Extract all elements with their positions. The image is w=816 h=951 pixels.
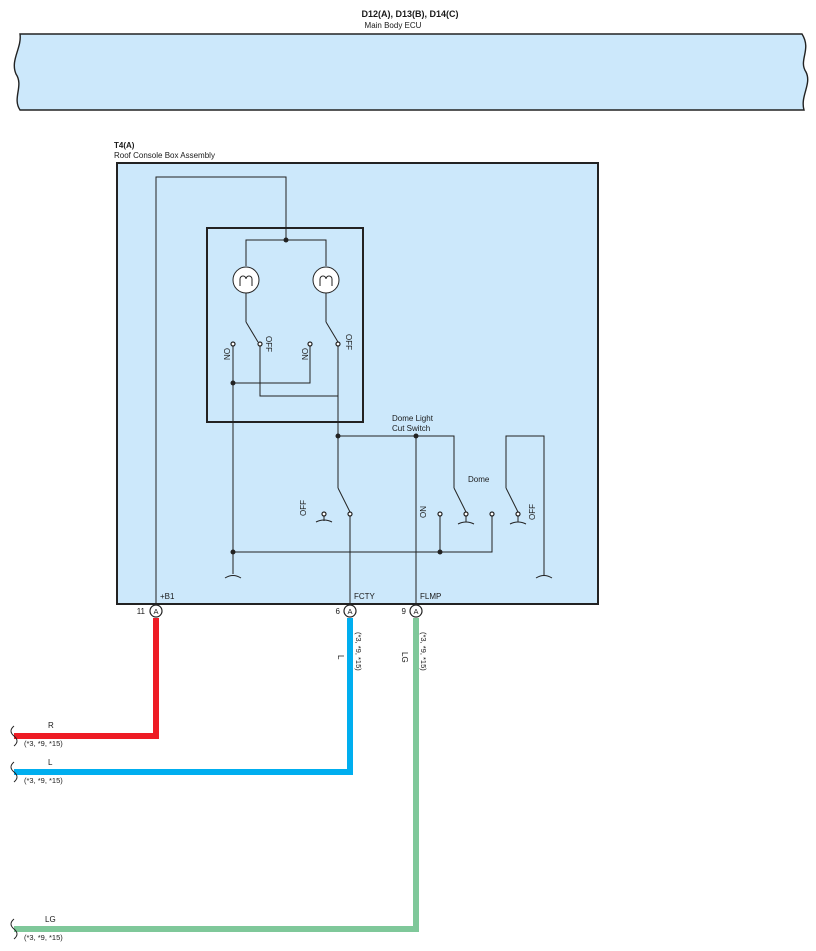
- pin-6-terminal: [343, 604, 357, 618]
- dome-off-label: OFF: [528, 504, 537, 520]
- ecu-connectors-label: D12(A), D13(B), D14(C): [361, 9, 458, 19]
- junction-dot: [437, 549, 443, 555]
- wire-lg-note: (*3, *9, *15): [24, 933, 63, 942]
- wire-light-green: [14, 618, 419, 932]
- lamp-switch-right-blade: [325, 321, 339, 343]
- ecu-name-label: Main Body ECU: [365, 21, 422, 30]
- wire-blue-break-icon: [10, 761, 18, 783]
- cut-switch-blade: [453, 487, 467, 513]
- lamp-switch-left-on-contact: [230, 341, 236, 347]
- dome-switch-bus: [505, 435, 545, 576]
- cut-switch-bus: [338, 435, 455, 488]
- dome-switch-blade: [505, 487, 519, 513]
- lamp-off-bus: [259, 346, 339, 397]
- fcty-switch-off-contact: [321, 511, 327, 517]
- dome-on-contact: [489, 511, 495, 517]
- lower-common-bus: [233, 516, 493, 553]
- pin-11-connector: A: [153, 607, 158, 616]
- wire-blue-code: L: [48, 758, 53, 767]
- lamp-left-on-label: ON: [222, 348, 231, 360]
- lamp-bulb-right-icon: [312, 266, 340, 294]
- pin-flmp-label: FLMP: [420, 592, 441, 601]
- wire-blue-vertical-code: L: [336, 655, 345, 660]
- pin-b1-label: +B1: [160, 592, 175, 601]
- wire-lg-vertical-code: LG: [400, 652, 409, 663]
- wire-blue: [14, 618, 353, 775]
- lamp-feed-branch: [245, 239, 327, 266]
- junction-dot: [230, 380, 236, 386]
- lamp-switch-right-off-contact: [335, 341, 341, 347]
- pin-9-terminal: [409, 604, 423, 618]
- dome-light-cut-switch-label-2: Cut Switch: [392, 424, 430, 433]
- dome-switch-contact: [515, 511, 521, 517]
- right-ground-tilde: [535, 575, 553, 579]
- pin-9-connector: A: [413, 607, 418, 616]
- pin-11-number: 11: [137, 607, 146, 616]
- lamp-left-off-label: OFF: [264, 336, 273, 352]
- fcty-switch-contact: [347, 511, 353, 517]
- wire-lg-break-icon: [10, 918, 18, 940]
- wire-lg-vertical-note: (*3, *9, *15): [419, 632, 428, 671]
- lamp-right-on-label: ON: [300, 348, 309, 360]
- b1-feed-line: [155, 176, 287, 604]
- wire-blue-note: (*3, *9, *15): [24, 776, 63, 785]
- lamp-on-bridge: [233, 346, 311, 384]
- lamp-unit-box: [206, 227, 364, 423]
- wire-red-note: (*3, *9, *15): [24, 739, 63, 748]
- lamp-switch-right-on-contact: [307, 341, 313, 347]
- assembly-name-label: Roof Console Box Assembly: [114, 151, 215, 160]
- cut-switch-on-contact: [437, 511, 443, 517]
- fcty-off-label: OFF: [299, 500, 308, 516]
- pin-fcty-label: FCTY: [354, 592, 376, 601]
- wire-blue-vertical-note: (*3, *9, *15): [354, 632, 363, 671]
- dome-label: Dome: [468, 475, 490, 484]
- wire-red-code: R: [48, 721, 54, 730]
- lamp-bulb-left-icon: [232, 266, 260, 294]
- main-body-ecu-box: [13, 33, 809, 111]
- lamp-right-off-label: OFF: [344, 334, 353, 350]
- wire-lg-code: LG: [45, 915, 56, 924]
- lamp-switch-left-blade: [245, 321, 259, 343]
- left-ground-tilde: [224, 575, 242, 579]
- cut-on-label: ON: [419, 506, 428, 518]
- wire-red: [14, 618, 159, 739]
- assembly-connector-label: T4(A): [114, 141, 135, 150]
- lamp-switch-left-off-contact: [257, 341, 263, 347]
- pin-11-terminal: [149, 604, 163, 618]
- dome-light-cut-switch-label-1: Dome Light: [392, 414, 434, 423]
- pin-6-number: 6: [336, 607, 341, 616]
- pin-6-connector: A: [347, 607, 352, 616]
- wire-red-break-icon: [10, 725, 18, 747]
- cut-switch-contact: [463, 511, 469, 517]
- pin-9-number: 9: [402, 607, 407, 616]
- fcty-switch-blade: [337, 487, 351, 513]
